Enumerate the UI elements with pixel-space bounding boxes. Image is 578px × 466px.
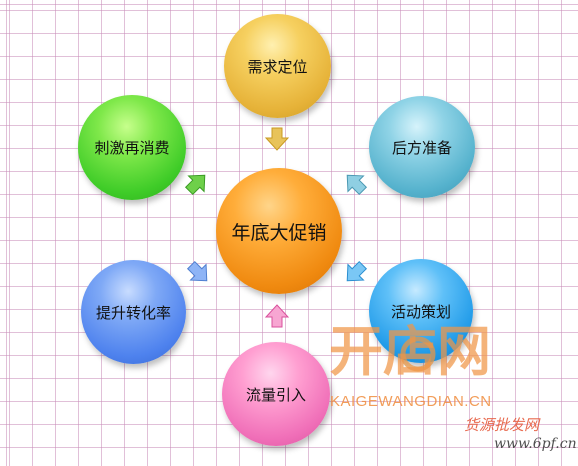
arrow-right-down-icon: [184, 174, 206, 196]
node-demand-positioning: 需求定位: [224, 14, 331, 118]
watermark-secondary: 货源批发网: [464, 416, 540, 434]
node-campaign-planning: 活动策划: [369, 259, 473, 363]
node-traffic-acquisition: 流量引入: [222, 342, 330, 446]
watermark-url: KAIGEWANGDIAN.CN: [330, 393, 492, 410]
arrow-down-icon: [264, 127, 290, 151]
node-backend-preparation: 后方准备: [369, 96, 475, 198]
arrow-up-icon: [264, 304, 290, 328]
arrow-left-down-icon: [346, 174, 368, 196]
arrow-right-up-icon: [186, 260, 208, 282]
watermark-logo-text: 开店网: [329, 320, 491, 383]
arrow-left-up-icon: [346, 260, 368, 282]
node-improve-conversion: 提升转化率: [81, 260, 186, 364]
node-stimulate-repurchase: 刺激再消费: [78, 95, 186, 200]
watermark-logo: 开店网: [329, 320, 491, 383]
node-center-year-end-sale: 年底大促销: [216, 168, 342, 294]
watermark-site: www.6pf.cn: [494, 436, 577, 452]
